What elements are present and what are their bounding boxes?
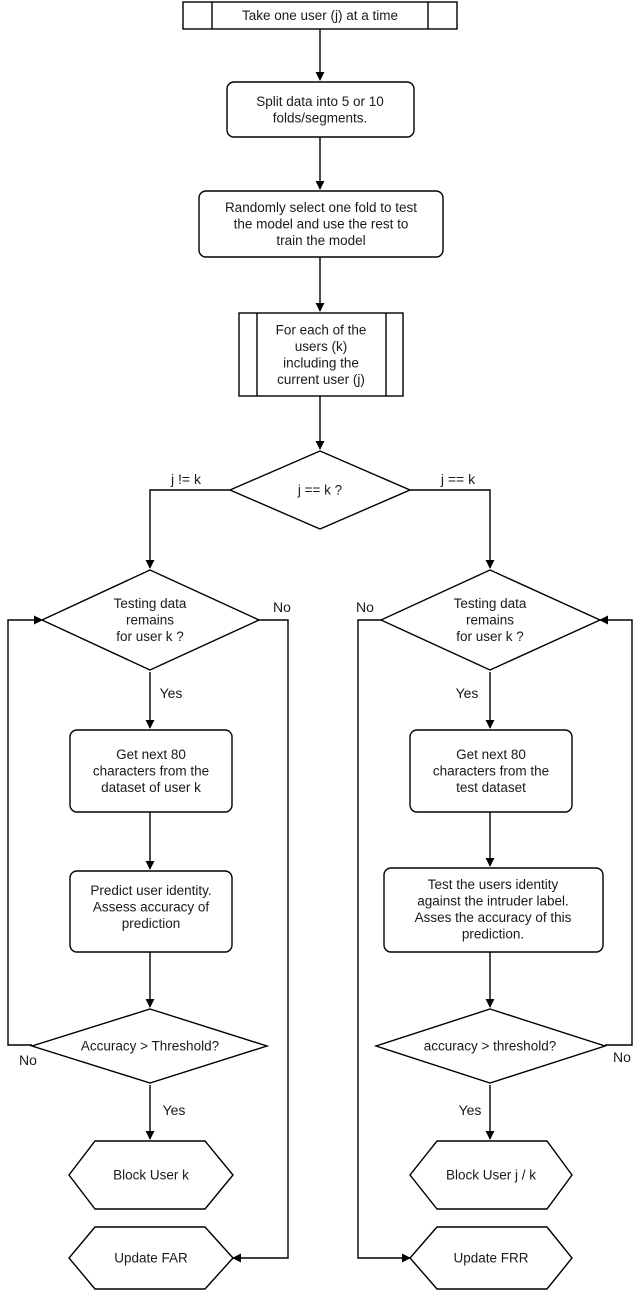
node-text: Update FRR bbox=[453, 1251, 528, 1266]
node-text-line: Assess accuracy of bbox=[93, 900, 210, 915]
node-text-line: Update FRR bbox=[453, 1251, 528, 1266]
node-take-user: Take one user (j) at a time bbox=[182, 1, 458, 30]
node-text: For each of the users (k)including the cur… bbox=[276, 322, 367, 387]
label-right-yes-1: Yes bbox=[456, 685, 479, 701]
node-text: j == k ? bbox=[297, 483, 342, 498]
node-text-line: current user (j) bbox=[277, 372, 365, 387]
node-text-line: Randomly select one fold to test bbox=[225, 200, 417, 215]
label-right-no-bottom: No bbox=[613, 1049, 631, 1065]
label-right-no-top: No bbox=[356, 599, 374, 615]
label-left-no-bottom: No bbox=[19, 1052, 37, 1068]
node-text-line: Take one user (j) at a time bbox=[242, 8, 398, 23]
node-right-accuracy-threshold: accuracy > threshold? bbox=[373, 1008, 608, 1084]
node-text: Block User k bbox=[113, 1168, 189, 1183]
node-text: Take one user (j) at a time bbox=[242, 8, 398, 23]
node-text-line: Asses the accuracy of this bbox=[415, 910, 572, 925]
label-left-yes-2: Yes bbox=[163, 1102, 186, 1118]
edge-right-no-loop bbox=[599, 615, 633, 1046]
label-j-equal-k: j == k bbox=[440, 471, 476, 487]
node-text-line: dataset of user k bbox=[101, 780, 201, 795]
node-text-line: Test the users identity bbox=[428, 877, 559, 892]
node-text-line: Testing data bbox=[114, 596, 187, 611]
node-text-line: against the intruder label. bbox=[417, 893, 569, 908]
node-right-block-user: Block User j / k bbox=[409, 1140, 573, 1210]
node-randomly-select: Randomly select one fold to test the mode… bbox=[198, 190, 444, 258]
node-text-line: for user k ? bbox=[116, 629, 184, 644]
node-text-line: prediction. bbox=[462, 926, 524, 941]
node-left-predict: Predict user identity. Assess accuracy of… bbox=[69, 870, 233, 953]
node-text: accuracy > threshold? bbox=[424, 1039, 556, 1054]
edge-decision-right bbox=[410, 489, 495, 569]
node-text-line: Testing data bbox=[454, 596, 527, 611]
node-text-line: characters from the bbox=[93, 764, 209, 779]
node-text-line: For each of the bbox=[276, 322, 367, 337]
node-text-line: Split data into 5 or 10 bbox=[256, 94, 384, 109]
node-text-line: prediction bbox=[122, 916, 181, 931]
node-text-line: folds/segments. bbox=[273, 110, 368, 125]
node-left-block-user: Block User k bbox=[68, 1140, 234, 1210]
label-j-not-equal-k: j != k bbox=[170, 471, 202, 487]
node-text-line: Get next 80 bbox=[116, 747, 186, 762]
node-text: Accuracy > Threshold? bbox=[81, 1039, 219, 1054]
node-text-line: Update FAR bbox=[114, 1251, 188, 1266]
node-text: Randomly select one fold to test the mode… bbox=[225, 200, 417, 248]
node-text-line: Block User j / k bbox=[446, 1168, 536, 1183]
edge-decision-left bbox=[145, 489, 230, 569]
node-text-line: including the bbox=[283, 355, 359, 370]
node-text-line: Accuracy > Threshold? bbox=[81, 1039, 219, 1054]
label-right-yes-2: Yes bbox=[459, 1102, 482, 1118]
node-text-line: Predict user identity. bbox=[90, 883, 211, 898]
node-text-line: Block User k bbox=[113, 1168, 189, 1183]
node-text-line: for user k ? bbox=[456, 629, 524, 644]
node-left-accuracy-threshold: Accuracy > Threshold? bbox=[29, 1008, 270, 1084]
node-text-line: Get next 80 bbox=[456, 747, 526, 762]
node-right-update-frr: Update FRR bbox=[409, 1226, 573, 1290]
label-left-yes-1: Yes bbox=[160, 685, 183, 701]
edges bbox=[7, 29, 633, 1263]
edge-labels: j != k j == k No Yes No Yes No Yes No Ye… bbox=[19, 471, 631, 1118]
node-text-line: remains bbox=[126, 613, 174, 628]
edge-right-no-to-update bbox=[357, 619, 411, 1263]
node-text: Update FAR bbox=[114, 1251, 188, 1266]
node-text-line: test dataset bbox=[456, 780, 526, 795]
node-text-line: accuracy > threshold? bbox=[424, 1039, 556, 1054]
node-text-line: users (k) bbox=[295, 339, 348, 354]
node-text-line: train the model bbox=[276, 233, 365, 248]
node-left-update-far: Update FAR bbox=[68, 1226, 234, 1290]
label-left-no-top: No bbox=[273, 599, 291, 615]
node-text-line: characters from the bbox=[433, 764, 549, 779]
node-for-each-users: For each of the users (k)including the cur… bbox=[238, 312, 404, 397]
edge-left-no-to-update bbox=[232, 619, 289, 1263]
node-text: Predict user identity. Assess accuracy of… bbox=[90, 883, 211, 931]
node-text-line: j == k ? bbox=[297, 483, 342, 498]
node-decision-j-equals-k: j == k ? bbox=[228, 450, 412, 530]
node-text-line: the model and use the rest to bbox=[234, 217, 409, 232]
edge-left-no-loop bbox=[7, 615, 43, 1046]
node-text: Block User j / k bbox=[446, 1168, 536, 1183]
node-text-line: remains bbox=[466, 613, 514, 628]
